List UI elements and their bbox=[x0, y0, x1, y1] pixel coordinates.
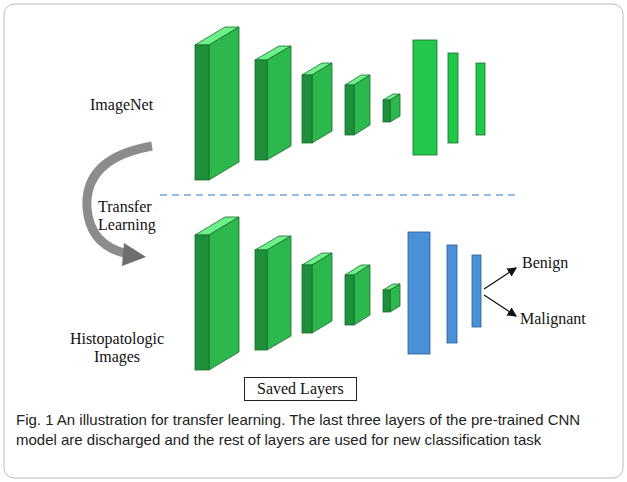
transfer-arrowhead bbox=[122, 243, 146, 266]
new-fc-layers bbox=[408, 232, 481, 354]
dataset-label: ImageNet bbox=[90, 96, 180, 114]
imagenet-cnn bbox=[195, 27, 485, 180]
class-label: Malignant bbox=[520, 310, 620, 328]
transfer-label: Transfer Learning bbox=[98, 198, 160, 235]
dataset-label: Histopatologic Images bbox=[62, 330, 172, 367]
frame bbox=[4, 4, 623, 478]
class-label: Benign bbox=[522, 254, 612, 272]
output-arrow bbox=[484, 268, 516, 289]
output-arrow bbox=[484, 295, 516, 316]
histopathology-cnn bbox=[195, 217, 400, 370]
divider bbox=[160, 194, 520, 196]
box-text: Saved Layers bbox=[257, 380, 344, 398]
layer-group-box: Saved Layers bbox=[244, 377, 357, 401]
figure-caption: Fig. 1 An illustration for transfer lear… bbox=[16, 410, 612, 449]
